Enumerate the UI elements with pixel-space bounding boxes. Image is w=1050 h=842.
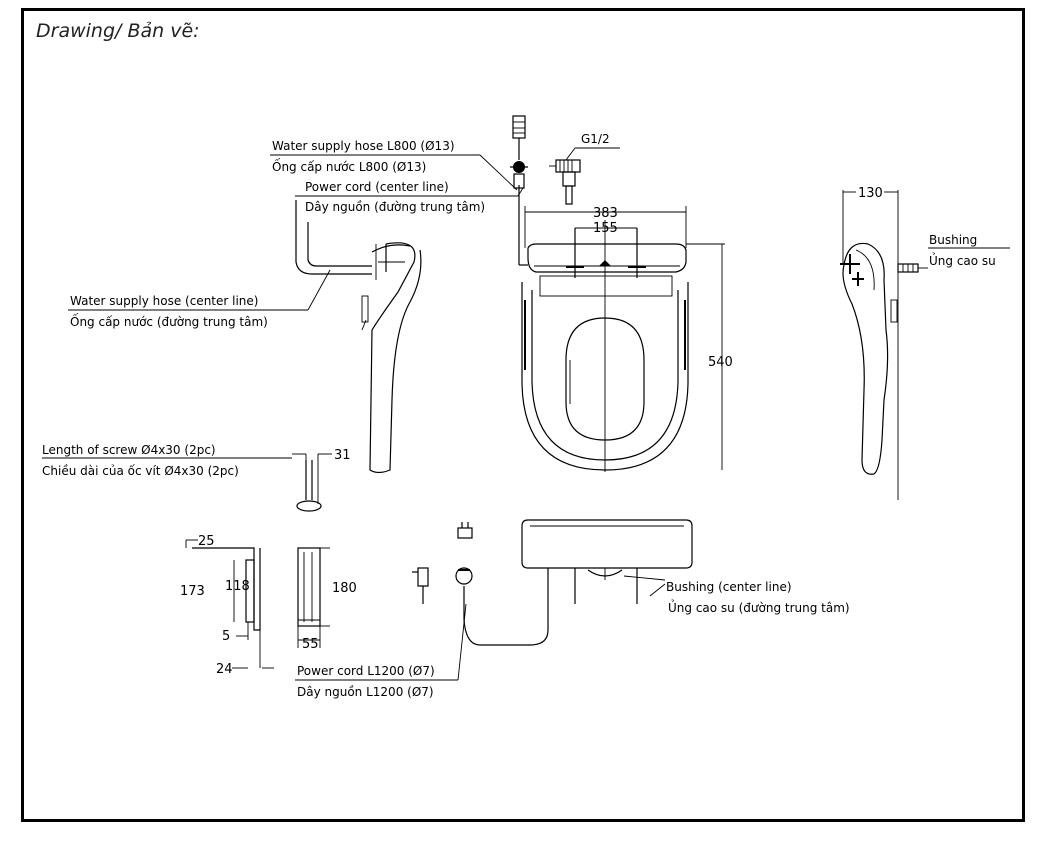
- left-side-view: [295, 200, 422, 474]
- label-screw-vi: Chiều dài của ốc vít Ø4x30 (2pc): [42, 464, 239, 478]
- label-bushing-center-vi: Ủng cao su (đường trung tâm): [668, 599, 850, 615]
- bracket-views: [185, 539, 330, 669]
- dimension-labels: 383 155 540 130 31 25 173 118 5 24 180 5…: [180, 186, 883, 677]
- dim-130: 130: [858, 186, 883, 201]
- dim-180: 180: [332, 581, 357, 596]
- dim-5: 5: [222, 629, 230, 644]
- dim-25: 25: [198, 534, 215, 549]
- dim-31: 31: [334, 448, 351, 463]
- label-water-hose-l800-vi: Ống cấp nước L800 (Ø13): [272, 158, 426, 174]
- label-power-cord-center-en: Power cord (center line): [305, 180, 449, 194]
- label-bushing-vi: Ủng cao su: [929, 252, 996, 268]
- dim-155: 155: [593, 221, 618, 236]
- dim-540: 540: [708, 355, 733, 370]
- base-view: [412, 519, 693, 646]
- label-power-cord-l1200-en: Power cord L1200 (Ø7): [297, 664, 435, 678]
- label-bushing-en: Bushing: [929, 233, 977, 247]
- leader-lines: [42, 147, 1010, 681]
- callout-labels: Water supply hose L800 (Ø13) Ống cấp nướ…: [42, 132, 996, 699]
- dim-24: 24: [216, 662, 233, 677]
- label-water-hose-center-en: Water supply hose (center line): [70, 294, 258, 308]
- right-side-view: [840, 190, 928, 500]
- label-power-cord-l1200-vi: Dây nguồn L1200 (Ø7): [297, 685, 434, 699]
- screw-detail: [292, 453, 332, 512]
- label-screw-en: Length of screw Ø4x30 (2pc): [42, 443, 216, 457]
- front-view: [510, 115, 725, 472]
- label-water-hose-l800-en: Water supply hose L800 (Ø13): [272, 139, 455, 153]
- dim-55: 55: [302, 637, 319, 652]
- label-g12: G1/2: [581, 132, 610, 146]
- drawing-frame: [21, 8, 1025, 822]
- dim-173: 173: [180, 584, 205, 599]
- drawing-title: Drawing/ Bản vẽ:: [36, 20, 200, 42]
- dim-383: 383: [593, 206, 618, 221]
- label-bushing-center-en: Bushing (center line): [666, 580, 792, 594]
- dim-118: 118: [225, 579, 250, 594]
- label-water-hose-center-vi: Ống cấp nước (đường trung tâm): [70, 313, 268, 329]
- label-power-cord-center-vi: Dây nguồn (đường trung tâm): [305, 200, 485, 214]
